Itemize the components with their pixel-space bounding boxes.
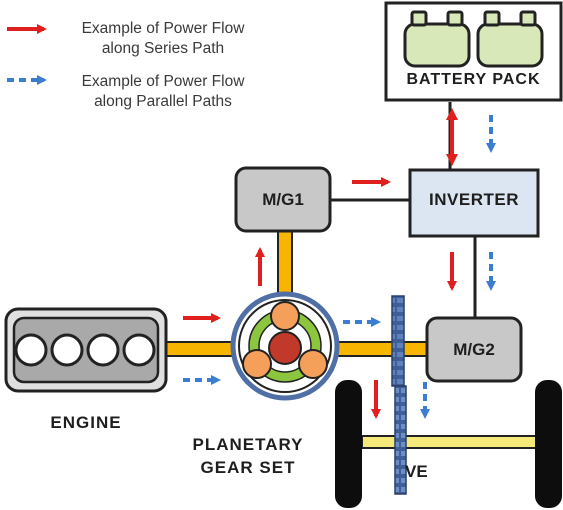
legend-parallel-line2: along Parallel Paths — [94, 93, 232, 110]
mg2-box — [425, 316, 523, 383]
legend-series-label: Example of Power Flow along Series Path — [58, 19, 268, 59]
legend-parallel-label: Example of Power Flow along Parallel Pat… — [58, 72, 268, 112]
engine-cylinder-2 — [50, 333, 84, 367]
engine-label: ENGINE — [50, 413, 122, 432]
parallel-path-arrows — [183, 115, 496, 419]
vehicle-label: VE — [405, 462, 428, 481]
counter-gear — [391, 295, 405, 387]
engine-cylinder-3 — [86, 333, 120, 367]
axle-shaft — [361, 435, 541, 449]
image-fade — [440, 450, 520, 510]
series-path-arrows — [183, 108, 458, 419]
legend-parallel-line1: Example of Power Flow — [81, 73, 245, 90]
sun-gear — [268, 331, 302, 365]
planet-gear-left — [242, 349, 272, 379]
engine — [4, 307, 168, 393]
planet-gear-right — [298, 349, 328, 379]
rear-left-wheel — [335, 380, 362, 508]
inverter-box — [408, 168, 540, 238]
legend — [7, 24, 47, 85]
legend-series-line1: Example of Power Flow — [81, 20, 245, 37]
mg2-label: M/G2 — [453, 340, 495, 359]
mg1-shaft — [277, 226, 293, 303]
planetary-label-line1: PLANETARY — [192, 435, 304, 454]
planetary-gear-set — [230, 291, 340, 401]
battery-cell-2 — [476, 22, 544, 68]
battery-pack — [384, 1, 563, 102]
inverter-label: INVERTER — [429, 190, 519, 209]
planetary-label-line2: GEAR SET — [200, 458, 296, 477]
final-drive-gear — [394, 385, 407, 495]
planet-gear-top — [270, 301, 300, 331]
rear-right-wheel — [535, 380, 562, 508]
vehicle-wheels — [335, 380, 562, 508]
battery-pack-label: BATTERY PACK — [406, 71, 541, 88]
engine-cylinder-1 — [14, 333, 48, 367]
engine-shaft — [164, 341, 238, 357]
mg1-box — [234, 166, 332, 233]
battery-cell-1 — [403, 22, 471, 68]
legend-series-line2: along Series Path — [101, 40, 225, 57]
engine-cylinder-4 — [122, 333, 156, 367]
mg1-label: M/G1 — [262, 190, 304, 209]
